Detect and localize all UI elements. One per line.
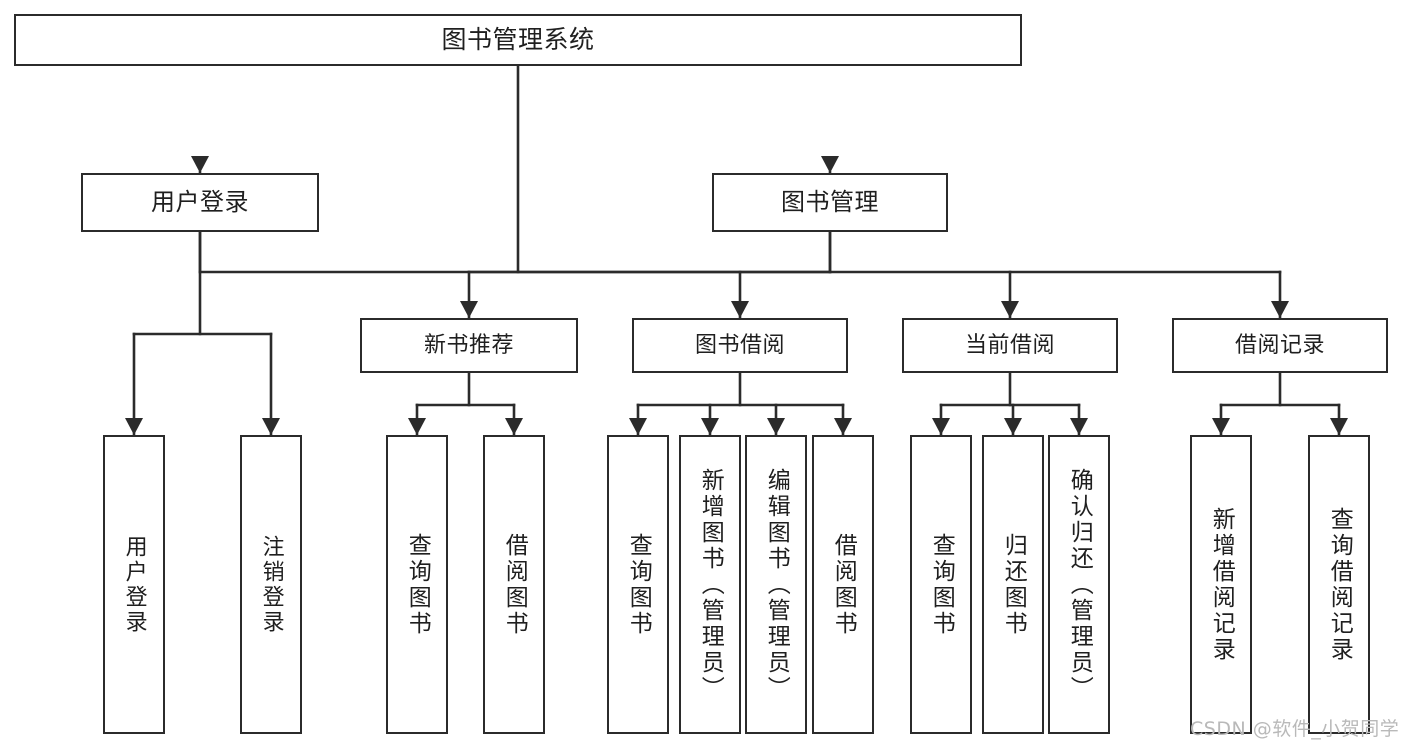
node-label-bw-add: 新增图书（管理员） (697, 467, 724, 702)
node-cb-confirm[interactable]: 确认归还（管理员） (1048, 435, 1110, 734)
node-bw-edit[interactable]: 编辑图书（管理员） (745, 435, 807, 734)
node-label-bw-borrow: 借阅图书 (830, 532, 857, 637)
node-bw-add[interactable]: 新增图书（管理员） (679, 435, 741, 734)
node-bw-query[interactable]: 查询图书 (607, 435, 669, 734)
node-bw-borrow[interactable]: 借阅图书 (812, 435, 874, 734)
node-login[interactable]: 用户登录 (81, 173, 319, 232)
node-label-bw-edit: 编辑图书（管理员） (763, 467, 790, 702)
node-label-bw-query: 查询图书 (625, 532, 652, 637)
arrow-head-icon-userlogout (262, 418, 280, 435)
node-current[interactable]: 当前借阅 (902, 318, 1118, 373)
node-label-bookmgmt: 图书管理 (781, 187, 879, 216)
arrow-head-icon-nb-borrow (505, 418, 523, 435)
node-nb-query[interactable]: 查询图书 (386, 435, 448, 734)
node-borrow[interactable]: 图书借阅 (632, 318, 848, 373)
node-userlogin[interactable]: 用户登录 (103, 435, 165, 734)
arrow-head-icon-nb-query (408, 418, 426, 435)
arrow-head-icon-cb-confirm (1070, 418, 1088, 435)
node-cb-return[interactable]: 归还图书 (982, 435, 1044, 734)
node-records[interactable]: 借阅记录 (1172, 318, 1388, 373)
arrow-head-icon-rc-add (1212, 418, 1230, 435)
arrow-head-icon-bookmgmt (821, 156, 839, 173)
node-label-cb-return: 归还图书 (1000, 532, 1027, 637)
arrow-head-icon-bw-add (701, 418, 719, 435)
node-label-current: 当前借阅 (964, 332, 1055, 358)
arrow-head-icon-login (191, 156, 209, 173)
node-label-nb-borrow: 借阅图书 (501, 532, 528, 637)
arrow-head-icon-records (1271, 301, 1289, 318)
node-label-rc-add: 新增借阅记录 (1208, 506, 1235, 663)
arrow-head-icon-current (1001, 301, 1019, 318)
node-userlogout[interactable]: 注销登录 (240, 435, 302, 734)
node-cb-query[interactable]: 查询图书 (910, 435, 972, 734)
arrow-head-icon-cb-return (1004, 418, 1022, 435)
arrow-head-icon-borrow (731, 301, 749, 318)
node-label-userlogin: 用户登录 (121, 534, 147, 635)
node-label-borrow: 图书借阅 (694, 332, 785, 358)
arrow-head-icon-newbooks (460, 301, 478, 318)
node-label-cb-query: 查询图书 (928, 532, 955, 637)
arrow-head-icon-bw-borrow (834, 418, 852, 435)
node-label-rc-query: 查询借阅记录 (1326, 506, 1353, 663)
node-bookmgmt[interactable]: 图书管理 (712, 173, 948, 232)
arrow-head-icon-bw-query (629, 418, 647, 435)
arrow-head-icon-bw-edit (767, 418, 785, 435)
node-rc-query[interactable]: 查询借阅记录 (1308, 435, 1370, 734)
node-newbooks[interactable]: 新书推荐 (360, 318, 578, 373)
node-label-root: 图书管理系统 (441, 24, 595, 54)
node-label-newbooks: 新书推荐 (423, 332, 514, 358)
node-label-nb-query: 查询图书 (404, 532, 431, 637)
node-rc-add[interactable]: 新增借阅记录 (1190, 435, 1252, 734)
node-label-records: 借阅记录 (1234, 332, 1325, 358)
arrow-head-icon-rc-query (1330, 418, 1348, 435)
node-label-cb-confirm: 确认归还（管理员） (1066, 467, 1093, 702)
node-label-userlogout: 注销登录 (258, 534, 284, 635)
node-root[interactable]: 图书管理系统 (14, 14, 1022, 66)
csdn-watermark: CSDN @软件_小贺同学 (1190, 718, 1400, 740)
node-label-login: 用户登录 (151, 187, 249, 216)
arrow-head-icon-cb-query (932, 418, 950, 435)
arrow-head-icon-userlogin (125, 418, 143, 435)
node-nb-borrow[interactable]: 借阅图书 (483, 435, 545, 734)
